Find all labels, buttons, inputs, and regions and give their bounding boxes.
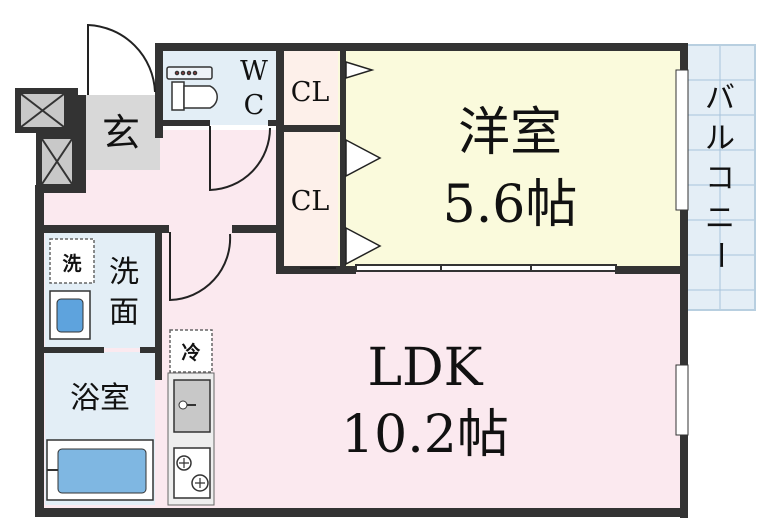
- meter-box-icon: [15, 88, 78, 190]
- entrance-label: 玄: [102, 111, 140, 155]
- wc-label-line1: W: [240, 56, 268, 87]
- entrance-floor: [85, 95, 160, 170]
- windows: [675, 69, 689, 436]
- closet-door-icon: [345, 60, 382, 266]
- fridge-space-icon: 冷: [169, 329, 213, 373]
- door-swings: [87, 23, 336, 302]
- ldk-name: LDK: [367, 338, 483, 398]
- closet-lower-label: CL: [291, 186, 330, 217]
- bathroom-label: 浴室: [70, 381, 130, 416]
- stove-icon: [173, 447, 211, 499]
- western-room-name: 洋室: [458, 103, 562, 163]
- bathtub-icon: [46, 439, 154, 501]
- fridge-mark: 冷: [181, 341, 200, 364]
- western-room-floor: [338, 50, 680, 270]
- kitchen-sink-icon: [173, 379, 211, 433]
- toilet-icon: [166, 66, 218, 111]
- western-room-size: 5.6帖: [443, 175, 578, 235]
- washroom-label-line1: 洗: [109, 255, 139, 290]
- balcony-char-2: ル: [705, 121, 735, 156]
- closet-upper-floor: [283, 50, 338, 125]
- washer-space-icon: 洗: [49, 238, 95, 284]
- balcony-char-1: バ: [705, 81, 735, 116]
- sliding-door: [355, 264, 617, 272]
- washroom-label-line2: 面: [109, 295, 139, 330]
- balcony-char-5: ー: [702, 240, 737, 270]
- balcony-char-4: ニ: [705, 201, 735, 236]
- balcony-char-3: コ: [705, 161, 735, 196]
- ldk-size: 10.2帖: [341, 405, 509, 465]
- closet-upper-label: CL: [291, 77, 330, 108]
- wc-label-line2: C: [244, 90, 265, 121]
- washer-mark: 洗: [62, 252, 81, 275]
- wash-basin-icon: [49, 290, 91, 340]
- closet-lower-floor: [283, 130, 338, 268]
- balcony-grid: [685, 45, 755, 310]
